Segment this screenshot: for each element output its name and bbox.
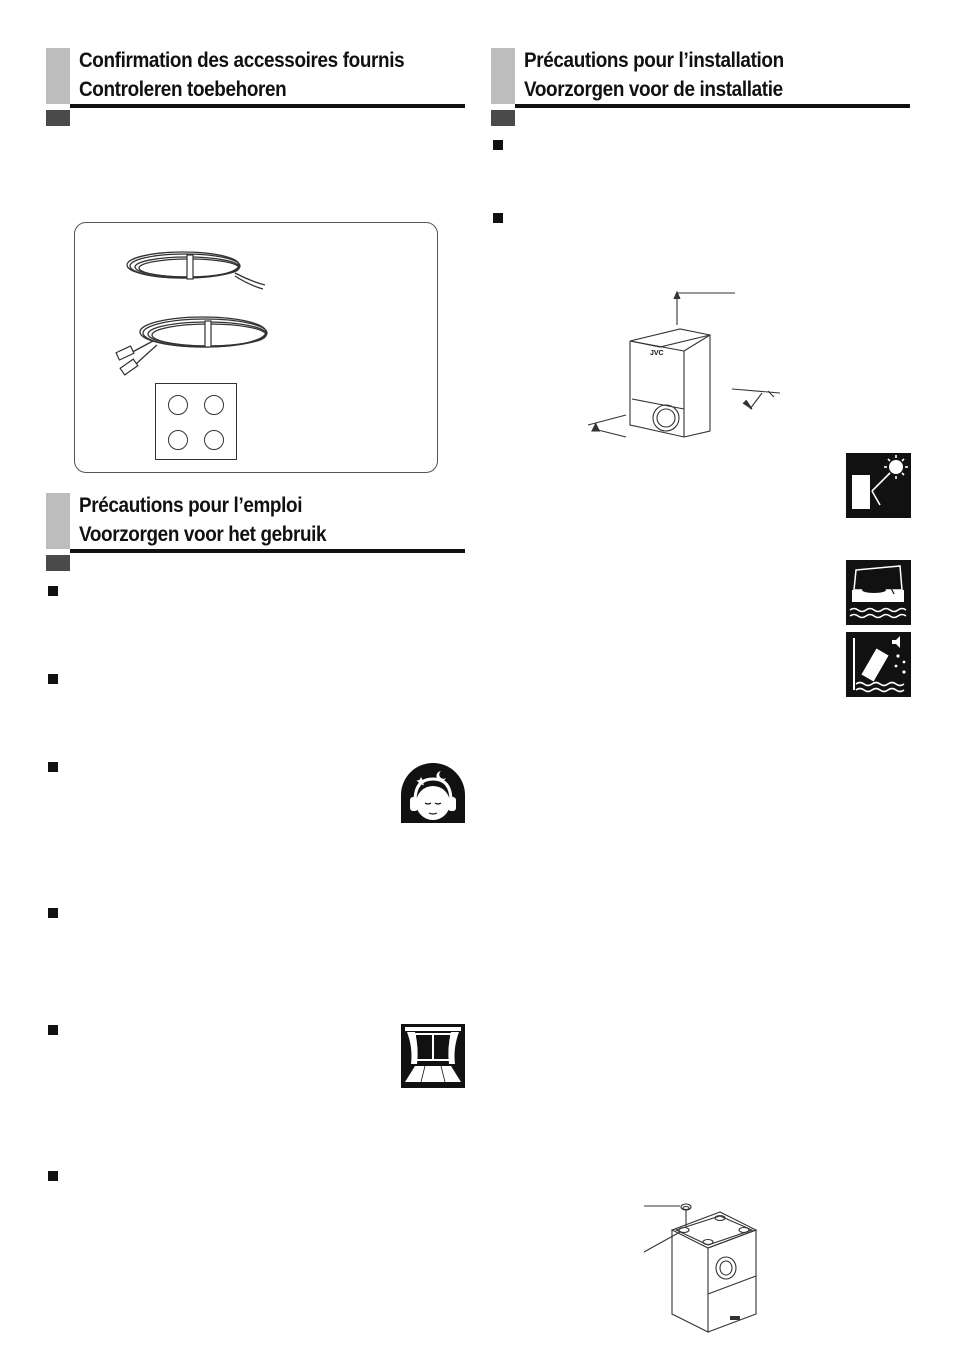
bullet-use-5: [48, 1025, 58, 1035]
speaker-cord-icon: [126, 251, 266, 290]
section-tab-accessories: [46, 48, 70, 104]
sun-heat-icon: [846, 453, 911, 518]
accessories-box: [74, 222, 438, 473]
rca-cord-icon: [115, 316, 268, 376]
rule-use: [70, 549, 465, 553]
speaker-clearance-diagram: JVC: [587, 290, 781, 438]
bullet-install-1: [493, 140, 503, 150]
foot-pads-sheet: [155, 383, 237, 460]
bullet-install-2: [493, 213, 503, 223]
speaker-brand-label: JVC: [650, 350, 664, 357]
section-tab-installation: [491, 48, 515, 104]
bullet-use-1: [48, 586, 58, 596]
bullet-use-2: [48, 674, 58, 684]
window-ventilation-icon: [401, 1024, 465, 1088]
foot-pad-installation-diagram: [643, 1203, 758, 1333]
rule-accessories: [70, 104, 465, 108]
foot-pad: [168, 395, 188, 415]
water-splash-icon: [846, 632, 911, 697]
foot-pad: [204, 430, 224, 450]
section-tab-use: [46, 493, 70, 549]
bullet-use-4: [48, 908, 58, 918]
heading-use-fr: Précautions pour l’emploi: [79, 494, 303, 517]
foot-pad: [168, 430, 188, 450]
subsection-marker-use: [46, 555, 70, 571]
bullet-use-6: [48, 1171, 58, 1181]
turntable-vibration-icon: [846, 560, 911, 625]
headphones-night-icon: [401, 763, 465, 831]
heading-installation-nl: Voorzorgen voor de installatie: [524, 78, 783, 101]
bullet-use-3: [48, 762, 58, 772]
subsection-marker-installation: [491, 110, 515, 126]
subsection-marker-accessories: [46, 110, 70, 126]
foot-pad: [204, 395, 224, 415]
heading-accessories-fr: Confirmation des accessoires fournis: [79, 49, 405, 72]
heading-accessories-nl: Controleren toebehoren: [79, 78, 287, 101]
heading-use-nl: Voorzorgen voor het gebruik: [79, 523, 327, 546]
heading-installation-fr: Précautions pour l’installation: [524, 49, 784, 72]
rule-installation: [515, 104, 910, 108]
